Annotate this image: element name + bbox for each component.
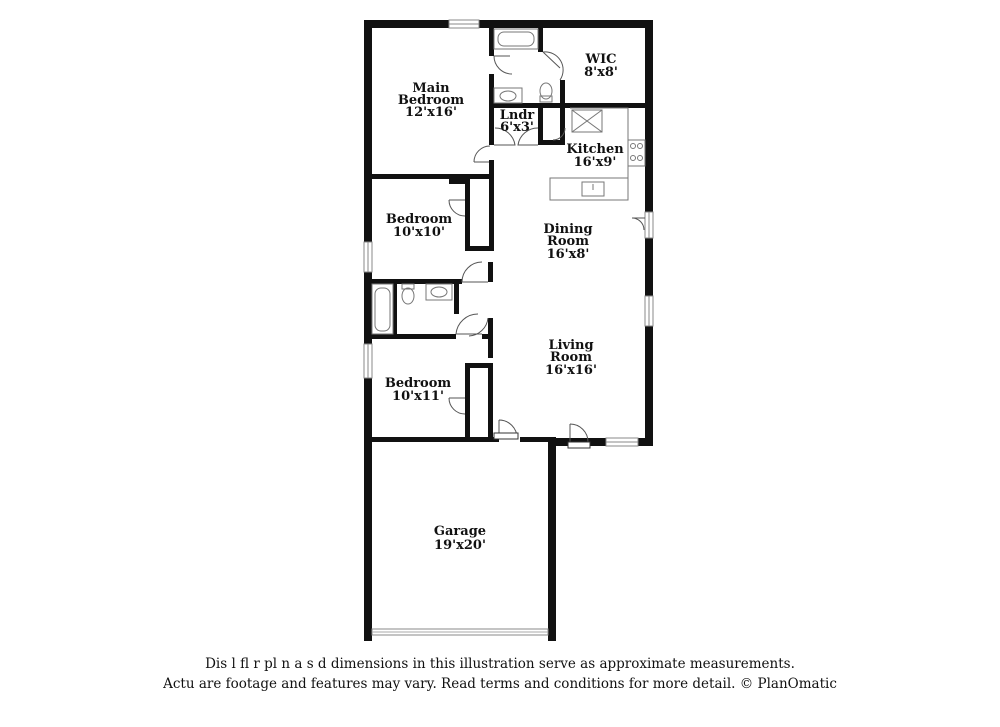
house-garage-wall-west xyxy=(372,437,499,442)
bedroom3-label: Bedroom xyxy=(385,376,452,391)
pantry-door xyxy=(552,127,566,141)
hall-bath-vanity xyxy=(425,283,453,301)
bedroom2-label: Bedroom xyxy=(386,212,453,227)
kitchen-sink xyxy=(581,181,605,197)
hall-bath-sink xyxy=(430,286,448,298)
bath-wic-wall-lower xyxy=(560,80,565,107)
bedroom2-closet-bottom xyxy=(465,246,494,251)
laundry-west-wall xyxy=(489,107,494,145)
bedroom2-closet-door xyxy=(448,199,466,217)
main-bedroom-label-line2: Bedroom xyxy=(398,93,465,108)
bedroom2-door xyxy=(461,261,488,283)
dining-size: 16'x8' xyxy=(547,247,590,262)
main-bath-toilet xyxy=(539,82,553,100)
laundry-double-door xyxy=(494,127,539,146)
main-bedroom-size: 12'x16' xyxy=(405,105,457,120)
bath-laundry-wall xyxy=(489,103,645,108)
kitchen-counter xyxy=(549,107,629,201)
garage-size: 19'x20' xyxy=(434,538,486,553)
laundry-size: 6'x3' xyxy=(500,120,534,135)
main-bath-west-wall-upper xyxy=(489,28,494,56)
garage-east-wall xyxy=(548,438,556,641)
main-bedroom-label-line1: Main xyxy=(412,81,450,96)
kitchen-range xyxy=(627,139,646,167)
main-bedroom-south-wall xyxy=(372,174,492,179)
pantry-wall xyxy=(560,107,565,145)
main-bath-vanity xyxy=(493,87,523,104)
kitchen-fridge xyxy=(571,109,603,133)
living-size: 16'x16' xyxy=(545,363,597,378)
dining-label-line1: Dining xyxy=(543,222,592,237)
kitchen-label: Kitchen xyxy=(566,142,624,157)
garage-label: Garage xyxy=(434,524,486,539)
living-label-line2: Room xyxy=(550,350,592,365)
bedroom2-closet-wall xyxy=(465,179,470,251)
windows xyxy=(363,19,654,447)
laundry-label: Lndr xyxy=(500,108,535,123)
disclaimer-line-1: Dis l fl r pl n a s d dimensions in this… xyxy=(205,656,795,672)
room-labels: Main Bedroom 12'x16' WIC 8'x8' Lndr 6'x3… xyxy=(385,52,624,553)
front-door xyxy=(569,423,589,443)
bedroom3-closet-door xyxy=(448,397,466,415)
south-exterior-wall-living xyxy=(548,438,653,446)
hall-bath-tub xyxy=(371,283,394,335)
hall-east-wall-lower xyxy=(488,318,493,358)
floor-plan: Main Bedroom 12'x16' WIC 8'x8' Lndr 6'x3… xyxy=(363,19,654,641)
burner-4 xyxy=(637,155,643,161)
bath-wic-wall xyxy=(538,28,543,52)
dining-side-door xyxy=(631,217,645,231)
wic-size: 8'x8' xyxy=(584,65,618,80)
burner-2 xyxy=(637,143,643,149)
bedroom3-closet-wall xyxy=(465,363,470,440)
hall-east-wall-bottom xyxy=(488,363,493,441)
burner-3 xyxy=(630,155,636,161)
hall-east-wall-mid xyxy=(488,262,493,282)
hall-bath-door xyxy=(455,313,482,335)
hall-bath-east-wall xyxy=(454,282,459,314)
main-bath-sink xyxy=(499,90,517,102)
garage-door-threshold xyxy=(493,432,519,440)
bedroom2-south-wall xyxy=(372,279,462,284)
wic-door xyxy=(542,51,564,81)
hall-east-wall-upper xyxy=(489,160,494,250)
kitchen-size: 16'x9' xyxy=(574,155,617,170)
hall-bath-south-wall-east xyxy=(482,334,492,339)
hall-bath-tub-basin xyxy=(374,287,391,332)
tub-wall xyxy=(393,282,397,334)
bedroom3-size: 10'x11' xyxy=(392,389,444,404)
hall-door xyxy=(468,317,489,337)
main-bath-tub-basin xyxy=(497,31,535,47)
living-label-line1: Living xyxy=(548,338,593,353)
door-thresholds xyxy=(493,432,591,449)
main-bath-door xyxy=(493,55,513,75)
fixtures xyxy=(371,28,646,335)
bedroom3-closet-top xyxy=(465,363,493,368)
dining-label-line2: Room xyxy=(547,234,589,249)
disclaimer-line-2: Actu are footage and features may vary. … xyxy=(163,676,837,692)
hall-bath-south-wall xyxy=(372,334,456,339)
west-exterior-wall xyxy=(364,20,372,641)
wic-label: WIC xyxy=(584,52,616,67)
main-bath-toilet-tank xyxy=(539,95,553,103)
main-bedroom-door xyxy=(473,145,491,163)
bedroom2-size: 10'x10' xyxy=(393,225,445,240)
burner-1 xyxy=(630,143,636,149)
hall-bath-toilet xyxy=(401,287,415,305)
north-exterior-wall xyxy=(364,20,653,28)
garage-sw-corner xyxy=(364,633,372,641)
hall-bath-toilet-tank xyxy=(401,283,415,290)
house-garage-wall-east xyxy=(520,437,556,442)
interior-walls xyxy=(372,28,645,442)
garage-door xyxy=(371,628,549,636)
main-bath-tub xyxy=(493,28,539,50)
laundry-east-wall xyxy=(538,107,543,145)
pantry-bottom-wall xyxy=(538,140,565,145)
main-bath-west-wall-lower xyxy=(489,74,494,107)
front-door-threshold xyxy=(567,441,591,449)
fridge-diagonal-2 xyxy=(571,109,603,133)
bedroom2-closet-top xyxy=(449,179,470,184)
